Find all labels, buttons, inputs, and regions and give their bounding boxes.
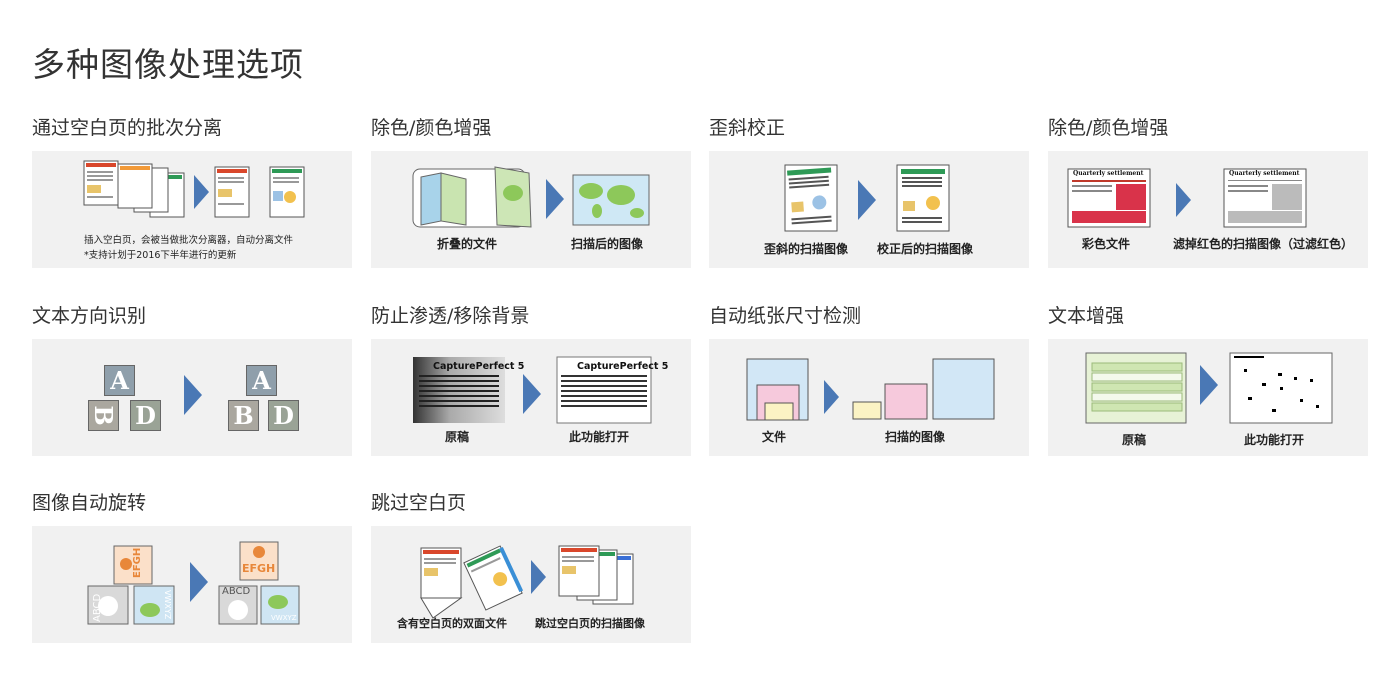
arrow-right-icon xyxy=(824,380,839,414)
illustration-panel: 原稿 此功能打开 xyxy=(1048,339,1368,456)
caption-right: 扫描后的图像 xyxy=(571,237,644,251)
caption-right: 扫描的图像 xyxy=(885,430,946,444)
illustration-panel: EFGH ABCD VWXYZ EFGH ABCD VWXYZ xyxy=(32,526,352,643)
illustration-panel: 文件 扫描的图像 xyxy=(709,339,1029,456)
batch-documents-illustration xyxy=(83,160,305,218)
illustration-panel: 含有空白页的双面文件 跳过空白页的扫描图像 xyxy=(371,526,691,643)
caption-left: 彩色文件 xyxy=(1082,237,1131,251)
doc-heading-right: Quarterly settlement xyxy=(1229,170,1300,177)
caption-right: 此功能打开 xyxy=(569,430,630,444)
card-title: 自动纸张尺寸检测 xyxy=(709,305,862,327)
note-line-1: 插入空白页，会被当做批次分离器，自动分离文件 xyxy=(84,235,294,246)
caption-left: 折叠的文件 xyxy=(437,237,498,251)
illustration-panel: 插入空白页，会被当做批次分离器，自动分离文件 *支持计划于2016下半年进行的更… xyxy=(32,151,352,268)
caption-right: 校正后的扫描图像 xyxy=(877,242,974,256)
deskew-illustration xyxy=(784,164,950,232)
card-title: 通过空白页的批次分离 xyxy=(32,117,223,139)
arrow-right-icon xyxy=(1176,183,1191,217)
card-title: 防止渗透/移除背景 xyxy=(371,305,530,327)
bleed-through-illustration xyxy=(413,356,652,424)
card-title: 图像自动旋转 xyxy=(32,492,147,514)
letter-tile-a-corrected: A xyxy=(246,365,277,396)
card-title: 文本方向识别 xyxy=(32,305,147,327)
doc-heading-left: Quarterly settlement xyxy=(1073,170,1144,177)
caption-left: 原稿 xyxy=(1122,433,1147,447)
page-title: 多种图像处理选项 xyxy=(32,45,304,84)
card-title: 歪斜校正 xyxy=(709,117,786,139)
tile-text-vwxyz-rotated: VWXYZ xyxy=(163,590,172,620)
doc-heading-right: CapturePerfect 5 xyxy=(577,361,669,372)
caption-right: 跳过空白页的扫描图像 xyxy=(535,617,645,630)
arrow-right-icon xyxy=(190,562,208,602)
arrow-right-icon xyxy=(194,175,209,209)
arrow-right-icon xyxy=(1200,365,1218,405)
letter-tile-a: A xyxy=(104,365,135,396)
card-title: 文本增强 xyxy=(1048,305,1125,327)
auto-rotation-illustration xyxy=(87,541,300,625)
caption-right: 滤掉红色的扫描图像（过滤红色） xyxy=(1173,237,1354,251)
illustration-panel: 歪斜的扫描图像 校正后的扫描图像 xyxy=(709,151,1029,268)
illustration-panel: A B D A B D xyxy=(32,339,352,456)
arrow-right-icon xyxy=(184,375,202,415)
folded-map-illustration xyxy=(412,166,650,228)
illustration-panel: Quarterly settlement Quarterly settlemen… xyxy=(1048,151,1368,268)
letter-tile-d: D xyxy=(130,400,161,431)
note-line-2: *支持计划于2016下半年进行的更新 xyxy=(84,250,237,261)
document-stack-right xyxy=(214,166,305,218)
doc-heading-left: CapturePerfect 5 xyxy=(433,361,525,372)
tile-text-efgh: EFGH xyxy=(242,562,276,575)
text-enhancement-illustration xyxy=(1085,352,1333,424)
tile-text-efgh-rotated: EFGH xyxy=(132,547,143,578)
letter-tile-d-corrected: D xyxy=(268,400,299,431)
card-title: 除色/颜色增强 xyxy=(1048,117,1169,139)
arrow-right-icon xyxy=(546,179,564,219)
illustration-panel: CapturePerfect 5 CapturePerfect 5 原稿 此功能… xyxy=(371,339,691,456)
illustration-panel: 折叠的文件 扫描后的图像 xyxy=(371,151,691,268)
arrow-right-icon xyxy=(523,374,541,414)
arrow-right-icon xyxy=(531,560,546,594)
caption-right: 此功能打开 xyxy=(1244,433,1305,447)
card-title: 跳过空白页 xyxy=(371,492,467,514)
caption-left: 歪斜的扫描图像 xyxy=(764,242,849,256)
card-title: 除色/颜色增强 xyxy=(371,117,492,139)
caption-left: 文件 xyxy=(762,430,787,444)
letter-tile-b: B xyxy=(88,400,119,431)
tile-text-vwxyz: VWXYZ xyxy=(271,614,297,622)
letter-tile-b-corrected: B xyxy=(228,400,259,431)
arrow-right-icon xyxy=(858,180,876,220)
tile-text-abcd-rotated: ABCD xyxy=(92,593,103,622)
red-dropout-illustration xyxy=(1067,168,1307,228)
tile-text-abcd: ABCD xyxy=(222,586,251,597)
caption-left: 含有空白页的双面文件 xyxy=(397,617,507,630)
document-stack-left xyxy=(83,160,185,218)
caption-left: 原稿 xyxy=(445,430,470,444)
paper-size-illustration xyxy=(746,358,995,421)
skip-blank-illustration xyxy=(420,545,634,619)
